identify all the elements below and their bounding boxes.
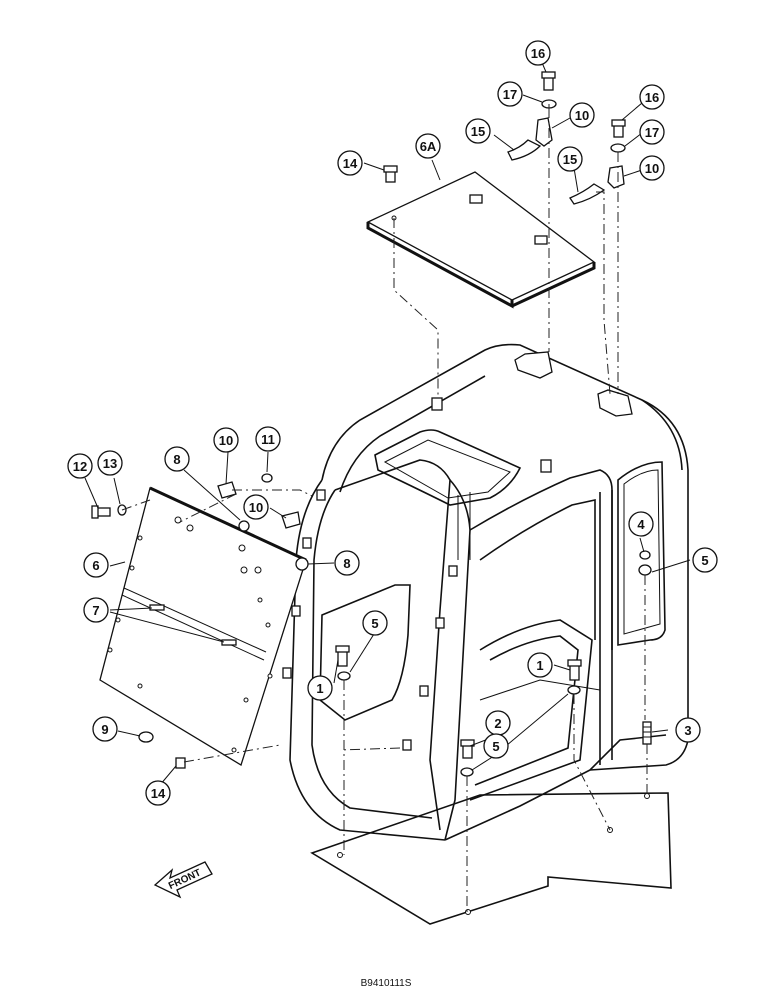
assembly-leader-lines [121, 104, 648, 912]
svg-text:8: 8 [343, 556, 350, 571]
callout-c1b: 1 [527, 652, 553, 678]
svg-text:1: 1 [536, 658, 543, 673]
callout-c17b: 17 [639, 119, 665, 145]
latch-parts-top [383, 71, 626, 205]
callout-c6: 6 [83, 552, 109, 578]
svg-text:10: 10 [219, 433, 233, 448]
svg-text:2: 2 [494, 716, 501, 731]
callout-bubbles: 16 17 10 16 15 17 14 6A 15 10 10 11 12 1… [67, 40, 718, 806]
svg-text:10: 10 [249, 500, 263, 515]
svg-text:14: 14 [151, 786, 166, 801]
callout-c1a: 1 [307, 675, 333, 701]
svg-text:8: 8 [173, 452, 180, 467]
roof-hatch-6a [366, 171, 596, 309]
svg-text:10: 10 [645, 161, 659, 176]
callout-c15a: 15 [465, 118, 491, 144]
front-window-panel-6 [91, 473, 309, 769]
svg-text:15: 15 [471, 124, 485, 139]
cab-body [282, 343, 689, 841]
drawing-code: B9410111S [360, 978, 412, 989]
callout-c17a: 17 [497, 81, 523, 107]
callout-c6a: 6A [415, 133, 441, 159]
svg-text:17: 17 [645, 125, 659, 140]
svg-text:5: 5 [492, 739, 499, 754]
callout-c4: 4 [628, 511, 654, 537]
svg-text:16: 16 [645, 90, 659, 105]
callout-c13: 13 [97, 450, 123, 476]
svg-text:5: 5 [701, 553, 708, 568]
svg-text:10: 10 [575, 108, 589, 123]
svg-text:3: 3 [684, 723, 691, 738]
svg-text:12: 12 [73, 459, 87, 474]
callout-c10b: 10 [639, 155, 665, 181]
svg-text:11: 11 [261, 432, 275, 447]
callout-leaders [84, 57, 691, 786]
callout-c10d: 10 [243, 494, 269, 520]
svg-text:14: 14 [343, 156, 358, 171]
svg-text:5: 5 [371, 616, 378, 631]
svg-text:6A: 6A [420, 139, 437, 154]
callout-c12: 12 [67, 453, 93, 479]
svg-text:16: 16 [531, 46, 545, 61]
svg-text:1: 1 [316, 681, 323, 696]
svg-text:4: 4 [637, 517, 645, 532]
callout-c16a: 16 [525, 40, 551, 66]
callout-c5a: 5 [692, 547, 718, 573]
svg-text:9: 9 [101, 722, 108, 737]
svg-text:15: 15 [563, 152, 577, 167]
callout-c9: 9 [92, 716, 118, 742]
callout-c11: 11 [255, 426, 281, 452]
callout-c5b: 5 [362, 610, 388, 636]
callout-c8a: 8 [164, 446, 190, 472]
callout-c3: 3 [675, 717, 701, 743]
callout-c14a: 14 [337, 150, 363, 176]
callout-c14b: 14 [145, 780, 171, 806]
svg-text:17: 17 [503, 87, 517, 102]
callout-c10c: 10 [213, 427, 239, 453]
svg-text:7: 7 [92, 603, 99, 618]
floor-plate [310, 792, 672, 925]
callout-c2: 2 [485, 710, 511, 736]
front-arrow: FRONT [153, 861, 213, 899]
callout-c15b: 15 [557, 146, 583, 172]
callout-c10a: 10 [569, 102, 595, 128]
callout-c7: 7 [83, 597, 109, 623]
callout-c16b: 16 [639, 84, 665, 110]
callout-c5c: 5 [483, 733, 509, 759]
svg-text:6: 6 [92, 558, 99, 573]
callout-c8b: 8 [334, 550, 360, 576]
svg-text:13: 13 [103, 456, 117, 471]
